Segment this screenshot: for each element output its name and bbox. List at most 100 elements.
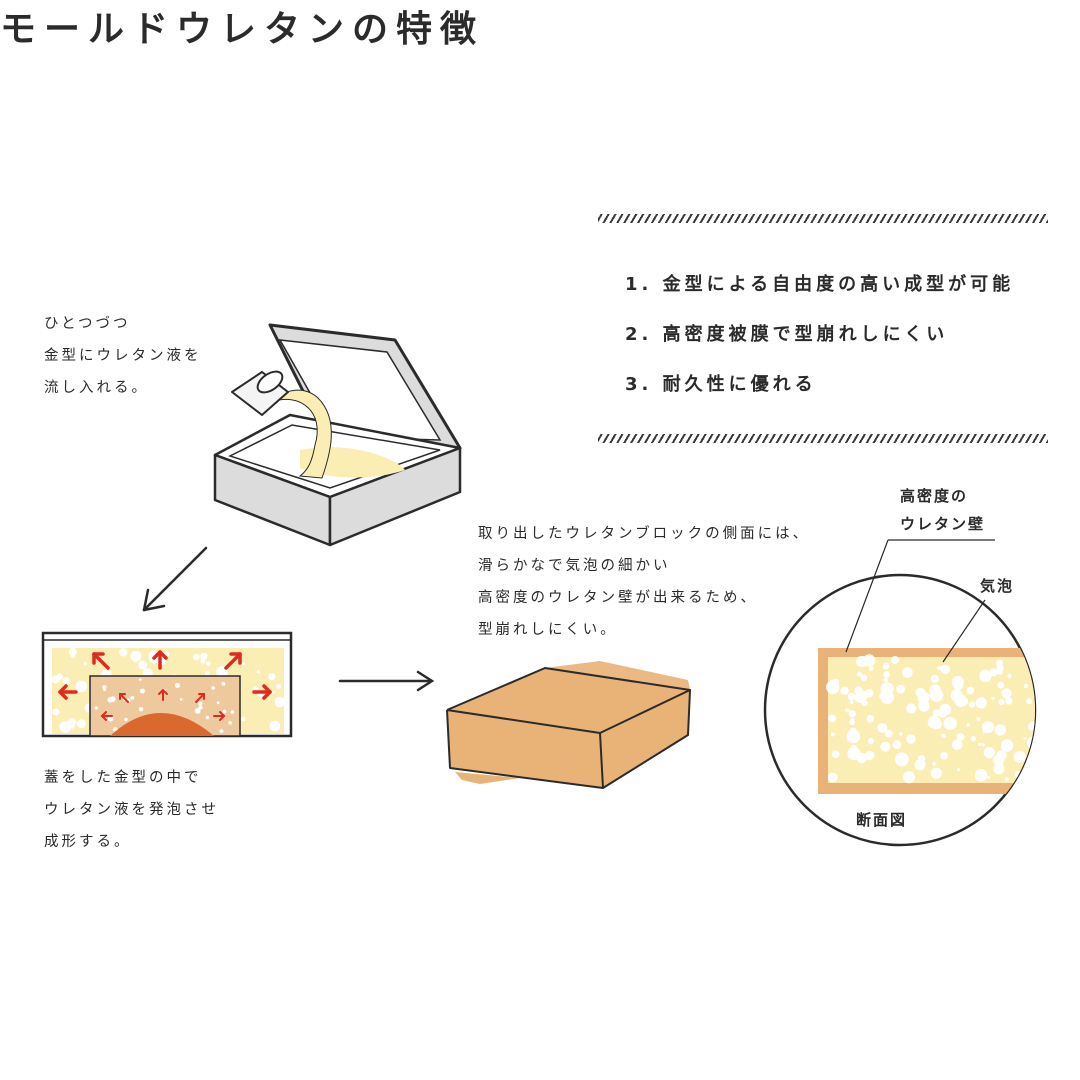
- bubble: [899, 732, 903, 736]
- bubble: [954, 694, 967, 707]
- bubble: [880, 741, 891, 752]
- bubble: [951, 739, 963, 750]
- bubble: [107, 716, 114, 722]
- bubble: [76, 719, 86, 729]
- note-line: 滑らかなで気泡の細かい: [478, 558, 671, 574]
- bubble: [1000, 739, 1014, 752]
- bubble: [866, 714, 874, 723]
- bubble: [847, 746, 861, 761]
- bubble: [883, 671, 890, 678]
- bubble: [256, 670, 260, 674]
- bubble: [193, 653, 200, 661]
- bubble: [966, 723, 971, 727]
- bubble: [862, 700, 868, 707]
- bubble: [903, 771, 915, 784]
- bubble: [198, 701, 203, 706]
- bubble: [827, 772, 838, 783]
- bubble: [1032, 657, 1035, 671]
- arrow-step1-to-step2: [142, 546, 208, 612]
- bubble: [951, 675, 964, 689]
- bubble: [929, 688, 944, 702]
- bubble: [51, 675, 60, 684]
- bubble: [1005, 697, 1013, 705]
- bubble: [198, 705, 203, 710]
- bubble: [194, 708, 201, 714]
- bubble: [845, 708, 850, 713]
- note-line: 成形する。: [44, 834, 132, 850]
- note-line: 型崩れしにくい。: [478, 622, 618, 638]
- bubble: [989, 668, 998, 677]
- bubble: [998, 699, 1005, 706]
- bubble-label: 気泡: [980, 577, 1015, 595]
- bubble: [858, 690, 869, 701]
- bubble: [860, 674, 868, 681]
- bubble: [139, 688, 145, 694]
- bubble: [1040, 749, 1053, 762]
- bubble: [906, 703, 917, 714]
- bubble: [930, 674, 939, 683]
- bubble: [932, 709, 940, 717]
- bubble: [52, 708, 60, 716]
- bubble: [937, 665, 942, 671]
- bubble: [130, 695, 135, 700]
- wall-label-line: 高密度の: [900, 487, 969, 505]
- bubble: [1033, 668, 1035, 675]
- bubble: [979, 669, 992, 683]
- note-line: 流し入れる。: [44, 380, 149, 396]
- feature-item-3: 3. 耐久性に優れる: [625, 374, 817, 395]
- bubble: [941, 733, 946, 739]
- bubble: [882, 662, 890, 670]
- bubble: [991, 696, 995, 701]
- bubble: [939, 703, 952, 716]
- feature-item-1: 1. 金型による自由度の高い成型が可能: [625, 274, 1015, 295]
- bubble: [940, 664, 951, 675]
- bubble: [968, 701, 976, 708]
- note-line: 取り出したウレタンブロックの側面には、: [478, 526, 811, 542]
- bubble: [957, 768, 961, 772]
- bubble: [956, 733, 965, 741]
- bubble: [59, 721, 72, 733]
- foam-step-note: 蓋をした金型の中で ウレタン液を発泡させ 成形する。: [44, 762, 219, 858]
- bubble: [124, 717, 128, 722]
- bubble: [996, 659, 1003, 667]
- note-line: ひとつづつ: [44, 316, 131, 332]
- bubble: [1026, 698, 1033, 705]
- bubble: [216, 701, 220, 705]
- urethane-block-illustration: [446, 661, 691, 789]
- pour-step-note: ひとつづつ 金型にウレタン液を 流し入れる。: [44, 308, 202, 404]
- bubble: [892, 740, 902, 749]
- bubble: [975, 697, 987, 709]
- bubble: [94, 706, 98, 710]
- cross-section-illustration: [763, 539, 1058, 847]
- bubble: [970, 736, 977, 742]
- bubble: [891, 656, 899, 664]
- bubble: [241, 716, 246, 722]
- bubble: [1047, 756, 1058, 767]
- bubble: [846, 729, 861, 744]
- bubble: [978, 742, 982, 747]
- bubble: [276, 684, 282, 689]
- bubble: [109, 696, 116, 703]
- bubble: [918, 700, 930, 712]
- bubble: [906, 734, 916, 744]
- bubble: [982, 729, 987, 734]
- bubble: [103, 688, 106, 692]
- bubble: [277, 701, 282, 707]
- note-line: 高密度のウレタン壁が出来るため、: [478, 590, 758, 606]
- bubble: [62, 676, 70, 684]
- bubble: [268, 673, 276, 681]
- bubble: [868, 666, 874, 671]
- bubble: [205, 661, 211, 667]
- bubble: [1044, 764, 1050, 770]
- bubble: [68, 647, 77, 656]
- bubble: [979, 769, 985, 774]
- bubble: [833, 753, 838, 757]
- bubble: [896, 684, 905, 694]
- bubble: [119, 648, 128, 657]
- bubble: [895, 752, 909, 767]
- result-step-note: 取り出したウレタンブロックの側面には、 滑らかなで気泡の細かい 高密度のウレタン…: [478, 518, 810, 646]
- bubble: [139, 678, 142, 681]
- bubble: [940, 752, 948, 760]
- note-line: 蓋をした金型の中で: [44, 770, 202, 786]
- bubble: [867, 737, 875, 745]
